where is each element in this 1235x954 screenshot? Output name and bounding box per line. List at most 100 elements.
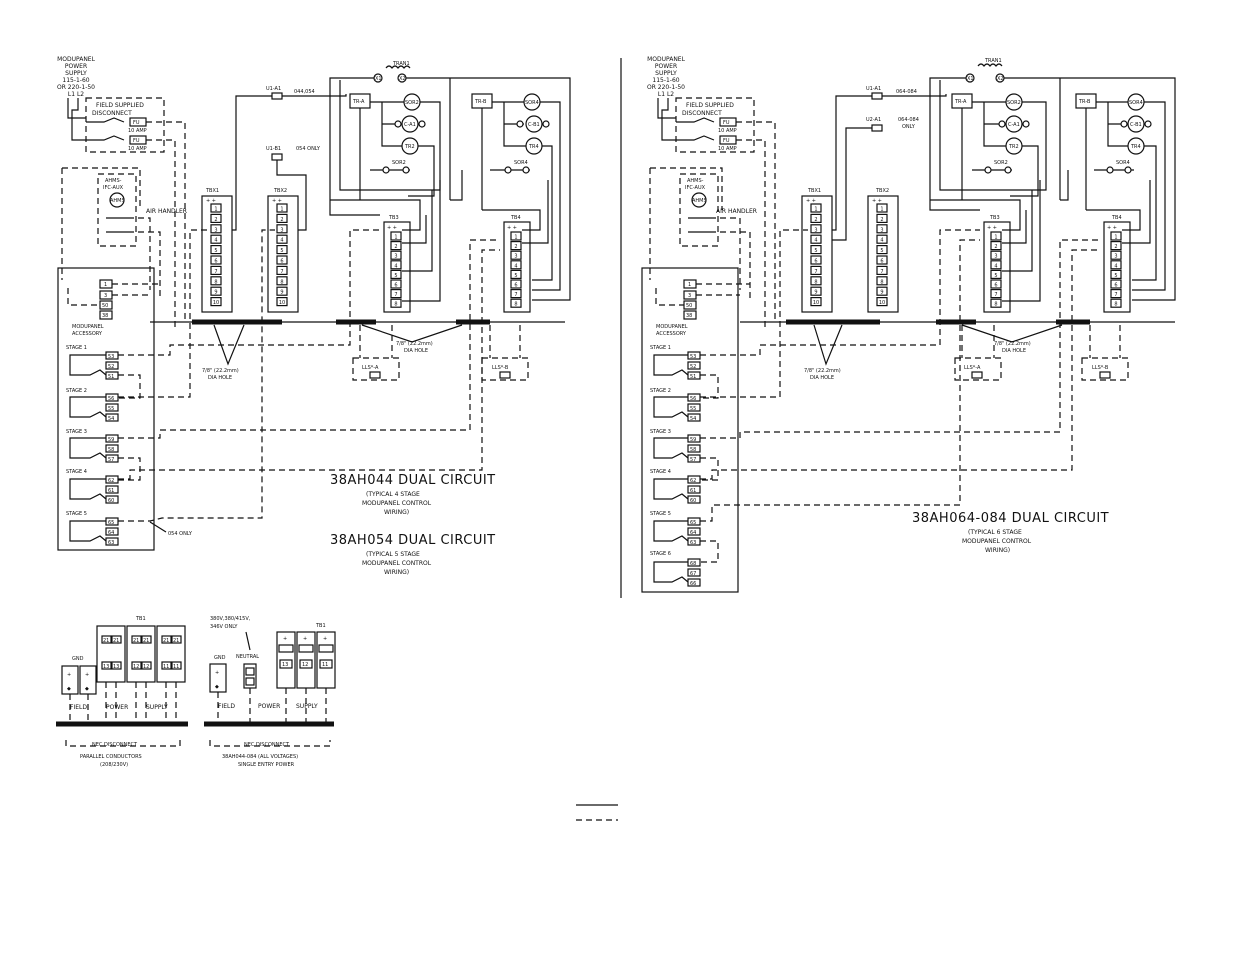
svg-text:7/8" (22.2mm): 7/8" (22.2mm) [396, 341, 433, 347]
svg-text:3: 3 [214, 227, 217, 233]
left-u1b1-switch [271, 153, 283, 161]
svg-text:5: 5 [814, 248, 817, 254]
svg-text:SOR4: SOR4 [525, 100, 539, 106]
svg-text:10: 10 [279, 300, 285, 306]
svg-text:OR 220-1-50: OR 220-1-50 [57, 84, 95, 91]
svg-text:(208/230V): (208/230V) [100, 762, 128, 768]
svg-text:1: 1 [394, 235, 397, 241]
svg-text:ACCESSORY: ACCESSORY [72, 331, 103, 337]
svg-text:(TYPICAL 5 STAGE: (TYPICAL 5 STAGE [366, 551, 420, 558]
svg-text:13: 13 [103, 664, 109, 670]
svg-text:4: 4 [280, 238, 283, 244]
svg-text:38AH044-084 (ALL VOLTAGES): 38AH044-084 (ALL VOLTAGES) [222, 754, 298, 760]
svg-text:5: 5 [880, 248, 883, 254]
svg-text:SOR4: SOR4 [1129, 100, 1143, 106]
svg-text:10 AMP: 10 AMP [718, 128, 737, 134]
svg-text:+: + [67, 672, 71, 678]
right-tb4-terminal: 4 [1110, 260, 1122, 270]
left-tb3: TB3 + + [383, 215, 411, 313]
svg-text:GND: GND [214, 655, 226, 661]
right-tbx2-terminal: 8 [876, 276, 888, 286]
right-tb4-terminal: 1 [1110, 231, 1122, 241]
left-ca1-icon [401, 115, 419, 133]
svg-text:3: 3 [104, 293, 107, 299]
svg-text:6: 6 [214, 259, 217, 265]
left-title-054: 38AH054 DUAL CIRCUIT [330, 533, 496, 548]
svg-text:SOR2: SOR2 [1007, 100, 1021, 106]
right-tb3-terminal: 6 [990, 279, 1002, 289]
bottom-single-entry: 380V,380/415V, 346V ONLY TB1 +++ 13 12 1… [204, 616, 336, 768]
svg-text:2: 2 [514, 244, 517, 250]
svg-text:9: 9 [814, 290, 817, 296]
svg-text:12: 12 [302, 662, 308, 668]
svg-text:1: 1 [214, 207, 217, 213]
svg-text:STAGE 2: STAGE 2 [66, 388, 87, 394]
svg-text:56: 56 [690, 396, 696, 402]
svg-text:STAGE 4: STAGE 4 [66, 469, 87, 475]
right-tbx2-terminal: 3 [876, 224, 888, 234]
svg-text:1: 1 [880, 207, 883, 213]
svg-text:12: 12 [143, 664, 149, 670]
svg-text:NEC DISCONNECT: NEC DISCONNECT [92, 742, 138, 748]
right-ca1-icon [1005, 115, 1023, 133]
svg-text:U1-A1: U1-A1 [866, 86, 881, 92]
svg-text:7/8" (22.2mm): 7/8" (22.2mm) [994, 341, 1031, 347]
svg-text:AIR HANDLER: AIR HANDLER [716, 208, 757, 215]
svg-text:12: 12 [133, 664, 139, 670]
right-modupanel-accessory [641, 267, 739, 593]
right-stage-3: STAGE 3 59 58 57 [650, 429, 701, 463]
svg-text:50: 50 [102, 303, 108, 309]
svg-text:POWER: POWER [258, 703, 280, 710]
svg-text:11: 11 [163, 664, 169, 670]
svg-text:3: 3 [514, 254, 517, 260]
left-tbx1-terminal: 4 [210, 234, 222, 244]
svg-text:TBX1: TBX1 [205, 188, 219, 194]
svg-text:380V,380/415V,: 380V,380/415V, [210, 616, 251, 622]
svg-text:8: 8 [280, 279, 283, 285]
svg-text:NEC DISCONNECT: NEC DISCONNECT [244, 742, 290, 748]
right-tbx1-terminal: 1 [810, 203, 822, 213]
svg-text:+: + [323, 636, 327, 642]
svg-text:21: 21 [133, 638, 139, 644]
svg-text:POWER: POWER [655, 63, 677, 70]
svg-text:U2-A1: U2-A1 [866, 117, 881, 123]
svg-text:50: 50 [686, 303, 692, 309]
svg-text:68: 68 [690, 561, 696, 567]
svg-text:4: 4 [880, 238, 883, 244]
svg-text:7: 7 [280, 269, 283, 275]
svg-text:TR-B: TR-B [1078, 99, 1091, 105]
left-mp-terminals: 1 3 50 38 [99, 279, 113, 320]
right-tb4: TB4 + + [1103, 215, 1131, 313]
svg-text:(TYPICAL 4 STAGE: (TYPICAL 4 STAGE [366, 491, 420, 498]
svg-text:67: 67 [690, 571, 696, 577]
left-tbx1-terminal: 1 [210, 203, 222, 213]
right-tbx2-terminal: 2 [876, 213, 888, 223]
left-tb4-terminal: 7 [510, 289, 522, 299]
right-lls-a [954, 357, 1002, 381]
right-field-disconnect [675, 97, 755, 153]
svg-text:POWER: POWER [65, 63, 87, 70]
svg-text:SUPPLY: SUPPLY [296, 703, 318, 710]
left-tb4-terminal: 3 [510, 250, 522, 260]
svg-text:8: 8 [814, 279, 817, 285]
svg-text:L1 L2: L1 L2 [658, 91, 674, 98]
svg-text:ONLY: ONLY [902, 124, 916, 130]
left-stage-1: STAGE 1 53 52 51 [66, 345, 119, 380]
left-lls-a [352, 357, 400, 381]
svg-text:5: 5 [514, 273, 517, 279]
svg-text:TR4: TR4 [1130, 144, 1141, 150]
svg-text:NEUTRAL: NEUTRAL [236, 654, 259, 660]
left-tb4-terminal: 6 [510, 279, 522, 289]
svg-text:1: 1 [688, 282, 691, 288]
right-tbx1-terminal: 9 [810, 286, 822, 296]
left-tbx1-terminal: 10 [210, 297, 222, 307]
svg-text:SUPPLY: SUPPLY [65, 70, 87, 77]
svg-text:MODUPANEL: MODUPANEL [57, 56, 96, 63]
svg-text:TBX1: TBX1 [807, 188, 821, 194]
svg-text:3: 3 [280, 227, 283, 233]
right-tbx1-terminal: 5 [810, 245, 822, 255]
svg-text:11: 11 [173, 664, 179, 670]
svg-text:7: 7 [814, 269, 817, 275]
left-title-044: 38AH044 DUAL CIRCUIT [330, 473, 496, 488]
svg-text:(TYPICAL 6 STAGE: (TYPICAL 6 STAGE [968, 529, 1022, 536]
